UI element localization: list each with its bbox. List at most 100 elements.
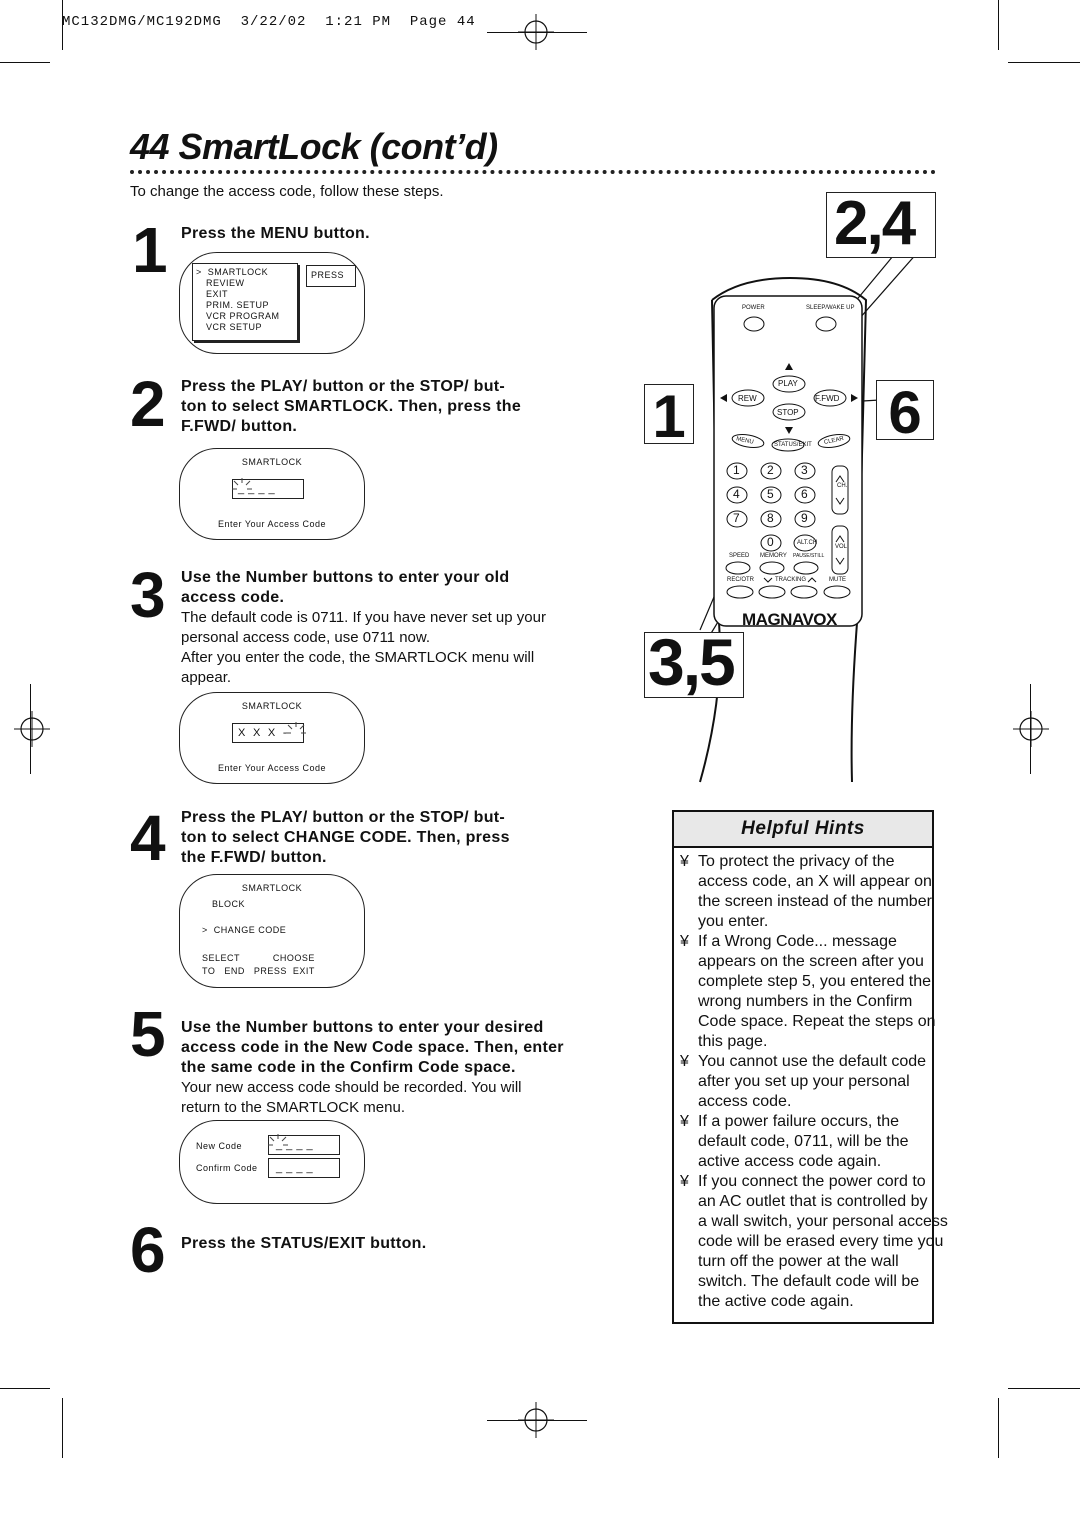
remote-key: 6 <box>801 487 808 501</box>
step-heading-line: Press the PLAY/ button or the STOP/ but- <box>181 809 506 826</box>
callout-2-4: 2,4 <box>834 189 916 258</box>
confirm-code-label: Confirm Code <box>196 1163 258 1173</box>
hint-item: ¥ You cannot use the default code after … <box>680 1053 927 1110</box>
bullet: ¥ <box>680 933 689 950</box>
step-heading-line: the F.FWD/ button. <box>181 849 327 866</box>
callout-3-5: 3,5 <box>648 625 736 699</box>
remote-brand-logo: MAGNAVOX <box>742 610 837 629</box>
code-entry-box <box>268 1158 340 1178</box>
remote-tracking-label: TRACKING <box>775 577 807 583</box>
remote-control-illustration <box>699 249 919 783</box>
registration-mark <box>518 14 554 50</box>
hint-item: ¥ If a power failure occurs, the default… <box>680 1113 909 1170</box>
bullet: ¥ <box>680 853 689 870</box>
hint-item: ¥ If you connect the power cord to an AC… <box>680 1173 948 1310</box>
remote-rew-button: REW <box>738 394 757 403</box>
step-number: 6 <box>130 1214 166 1286</box>
crop-mark <box>62 1398 63 1458</box>
remote-ffwd-button: F.FWD <box>815 394 840 403</box>
hints-title: Helpful Hints <box>674 812 932 848</box>
callout-6: 6 <box>876 380 934 445</box>
menu-item: PRIM. SETUP <box>206 300 270 310</box>
step-heading-line: F.FWD/ button. <box>181 418 298 435</box>
step-heading-line: the same code in the Confirm Code space. <box>181 1059 516 1076</box>
step-number: 5 <box>130 998 166 1070</box>
bullet: ¥ <box>680 1173 689 1190</box>
tv-screen-access-code: SMARTLOCK X X X - Enter Your Access Code <box>179 692 365 784</box>
menu-item-selected: > CHANGE CODE <box>202 925 287 935</box>
crop-mark <box>62 0 63 50</box>
screen-footer: Enter Your Access Code <box>217 519 327 529</box>
crop-mark <box>1008 1388 1080 1389</box>
step-heading-line: access code in the New Code space. Then,… <box>181 1039 564 1056</box>
remote-ch-label: CH. <box>837 483 848 489</box>
crop-mark <box>0 1388 50 1389</box>
remote-stop-button: STOP <box>777 408 799 417</box>
bullet: ¥ <box>680 1113 689 1130</box>
blink-cursor-icon <box>286 722 306 734</box>
tv-screen-smartlock-menu: SMARTLOCK BLOCK > CHANGE CODE SELECT CHO… <box>179 874 365 988</box>
remote-key: 7 <box>733 511 740 525</box>
remote-key: 1 <box>733 463 740 477</box>
screen-title: SMARTLOCK <box>241 883 303 893</box>
menu-item: > SMARTLOCK <box>196 267 269 277</box>
remote-pause-label: PAUSE/STILL <box>793 553 825 559</box>
remote-key: 2 <box>767 463 774 477</box>
remote-key: 5 <box>767 487 774 501</box>
page-title: 44 SmartLock (cont’d) <box>130 126 498 167</box>
screen-title: SMARTLOCK <box>241 701 303 711</box>
remote-memory-label: MEMORY <box>760 553 787 559</box>
step-heading-line: Press the PLAY/ button or the STOP/ but- <box>181 378 506 395</box>
step-heading: Press the MENU button. <box>181 225 370 242</box>
remote-key: 3 <box>801 463 808 477</box>
crop-mark <box>998 1398 999 1458</box>
remote-power-label: POWER <box>742 305 765 311</box>
tv-screen-new-code: New Code _ _ _ _ Confirm Code _ _ _ _ <box>179 1120 365 1204</box>
remote-speed-label: SPEED <box>729 553 750 559</box>
step-number: 4 <box>130 802 166 874</box>
screen-instructions: SELECT CHOOSE <box>202 953 315 963</box>
confirm-code-value: _ _ _ _ <box>276 1162 314 1174</box>
remote-mute-label: MUTE <box>829 577 846 583</box>
code-value: X X X - <box>238 727 288 739</box>
callout-1: 1 <box>644 384 694 449</box>
hint-item: ¥ If a Wrong Code... message appears on … <box>680 933 936 1050</box>
menu-item: EXIT <box>206 289 229 299</box>
callout-box <box>644 632 744 698</box>
print-header: MC132DMG/MC192DMG 3/22/02 1:21 PM Page 4… <box>62 14 476 30</box>
step-number: 3 <box>130 559 166 631</box>
screen-instructions: TO END PRESS EXIT <box>202 966 315 976</box>
menu-item: VCR SETUP <box>206 322 263 332</box>
step-heading-line: access code. <box>181 589 285 606</box>
screen-footer: Enter Your Access Code <box>217 763 327 773</box>
crop-mark <box>1008 62 1080 63</box>
step-body-line: The default code is 0711. If you have ne… <box>181 609 546 626</box>
remote-altch-label: ALT.CH <box>797 540 818 546</box>
new-code-label: New Code <box>196 1141 243 1151</box>
tv-screen-access-code: SMARTLOCK _ _ _ _ Enter Your Access Code <box>179 448 365 540</box>
blink-cursor-icon <box>232 478 252 490</box>
step-body-line: appear. <box>181 669 232 686</box>
helpful-hints-box: Helpful Hints <box>672 810 934 1324</box>
remote-key: 0 <box>767 535 774 549</box>
step-heading: Press the STATUS/EXIT button. <box>181 1235 427 1252</box>
menu-item: VCR PROGRAM <box>206 311 280 321</box>
step-body-line: Your new access code should be recorded.… <box>181 1079 522 1096</box>
step-body-line: return to the SMARTLOCK menu. <box>181 1099 405 1116</box>
step-number: 2 <box>130 368 166 440</box>
callout-box <box>826 192 936 258</box>
remote-vol-label: VOL. <box>835 544 849 550</box>
step-heading-line: ton to select SMARTLOCK. Then, press the <box>181 398 522 415</box>
remote-key: 9 <box>801 511 808 525</box>
registration-mark <box>518 1402 554 1438</box>
step-number: 1 <box>132 214 168 286</box>
remote-status-button: STATUS/EXIT <box>774 442 812 448</box>
step-heading-line: Use the Number buttons to enter your old <box>181 569 510 586</box>
new-code-value: _ _ _ _ <box>276 1139 314 1151</box>
step-heading-line: Use the Number buttons to enter your des… <box>181 1019 544 1036</box>
remote-key: 8 <box>767 511 774 525</box>
dotted-divider <box>130 170 936 174</box>
menu-item: BLOCK <box>212 899 246 909</box>
crop-mark <box>998 0 999 50</box>
registration-mark <box>1013 711 1049 747</box>
